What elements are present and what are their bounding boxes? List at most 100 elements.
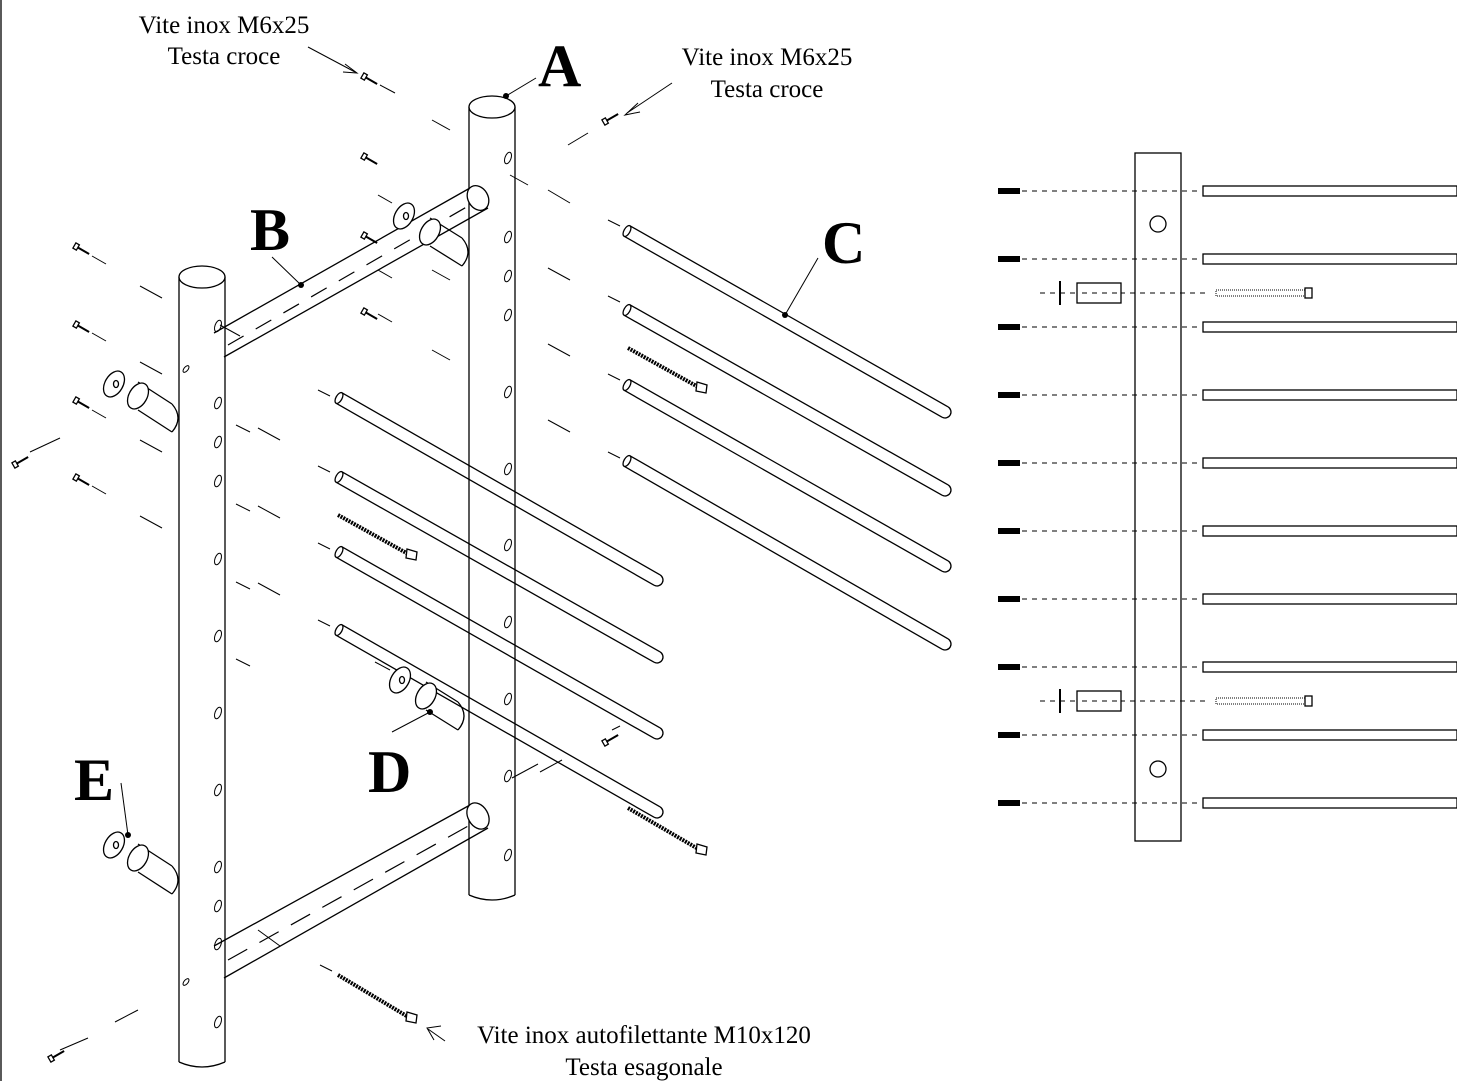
upright-front-hole — [214, 899, 222, 913]
upright-front-hole — [214, 396, 222, 410]
wall-spacer — [102, 831, 179, 895]
guide-segment — [377, 269, 393, 279]
screw-top-right-line2: Testa croce — [711, 76, 824, 103]
long-hex-screw — [627, 346, 708, 394]
guide-segment — [114, 1009, 139, 1023]
upright-front-hole — [214, 552, 222, 566]
guide-segment — [317, 389, 331, 397]
guide-segment — [319, 964, 333, 972]
rod — [334, 545, 664, 740]
guide-segment — [29, 437, 61, 453]
small-screw — [601, 734, 619, 747]
upright-a-hole — [504, 385, 512, 399]
guide-segment — [431, 349, 451, 361]
side-rod-row — [998, 253, 1457, 265]
guide-segment — [235, 658, 251, 667]
guide-segment — [539, 759, 563, 773]
guide-segment — [235, 581, 251, 590]
guide-segment — [91, 255, 107, 265]
long-hex-screw — [337, 513, 418, 561]
small-screw — [47, 1050, 65, 1063]
upright-a — [468, 95, 516, 901]
upright-a-hole — [504, 692, 512, 706]
rod — [622, 303, 952, 497]
guide-segment — [374, 661, 391, 671]
small-screw — [360, 307, 378, 320]
guide-segment — [257, 505, 281, 519]
screw-bottom-line1: Vite inox autofilettante M10x120 — [477, 1022, 811, 1049]
side-mount-hole-bottom — [1149, 760, 1167, 778]
side-mount-hole-top — [1149, 215, 1167, 233]
wall-spacer — [392, 202, 469, 267]
guide-segment — [567, 132, 589, 146]
upright-front — [178, 265, 226, 1068]
side-rod-row — [998, 593, 1457, 605]
guide-segment — [59, 1037, 89, 1051]
guide-segment — [431, 119, 451, 131]
upright-a-hole — [504, 230, 512, 244]
side-rod-row — [998, 457, 1457, 469]
screw-top-left-line2: Testa croce — [168, 43, 281, 70]
part-label-b: B — [250, 197, 290, 263]
upright-a-hole — [504, 848, 512, 862]
guide-segment — [377, 194, 393, 204]
side-view — [998, 152, 1457, 842]
side-upright — [1134, 152, 1182, 842]
side-spacer-row — [1040, 281, 1313, 305]
guide-segment — [607, 373, 621, 381]
guide-segment — [547, 189, 571, 204]
guide-segment — [317, 619, 331, 627]
guide-segment — [139, 439, 163, 453]
upright-front-hole — [214, 937, 222, 951]
guide-segment — [509, 174, 529, 186]
crossbar-bottom — [213, 802, 490, 979]
side-rod-row — [998, 185, 1457, 197]
guide-segment — [547, 419, 571, 433]
upright-front-hole — [214, 860, 222, 874]
upright-front-hole — [214, 706, 222, 720]
side-rod-row — [998, 729, 1457, 741]
leader-lines — [120, 46, 819, 1042]
rod — [622, 454, 952, 651]
small-screw — [11, 456, 29, 469]
wall-spacer — [388, 666, 465, 731]
guide-segment — [219, 324, 241, 337]
side-rod-row — [998, 321, 1457, 333]
guide-segment — [431, 269, 451, 281]
guide-segment — [377, 313, 393, 323]
small-screw — [360, 231, 378, 244]
part-label-e: E — [74, 747, 114, 813]
guide-segment — [91, 332, 107, 342]
guide-segment — [139, 285, 163, 299]
side-rod-row — [998, 389, 1457, 401]
rod — [334, 470, 664, 664]
upright-a-hole — [504, 615, 512, 629]
upright-a-hole — [504, 308, 512, 322]
upright-front-hole — [182, 978, 190, 986]
guide-segment — [91, 409, 107, 419]
upright-a-hole — [504, 462, 512, 476]
guide-segment — [139, 361, 163, 375]
guide-segment — [547, 267, 571, 281]
side-spacer-row — [1040, 689, 1313, 713]
rod — [334, 391, 664, 587]
guide-segment — [235, 503, 251, 512]
guide-segment — [607, 451, 621, 459]
rod — [622, 378, 952, 573]
screw-top-left-line1: Vite inox M6x25 — [139, 12, 310, 39]
guide-segment — [317, 465, 331, 473]
long-hex-screw — [336, 973, 418, 1024]
guide-segment — [511, 763, 539, 779]
guide-segment — [257, 427, 281, 441]
small-screw — [72, 473, 90, 486]
guide-segment — [139, 515, 163, 529]
small-screw — [72, 396, 90, 409]
part-label-a: A — [538, 33, 581, 99]
rod — [622, 224, 952, 419]
upright-front-hole — [214, 319, 222, 333]
upright-front-hole — [214, 474, 222, 488]
guide-segment — [235, 424, 251, 433]
side-rod-row — [998, 797, 1457, 809]
rod — [334, 623, 664, 819]
